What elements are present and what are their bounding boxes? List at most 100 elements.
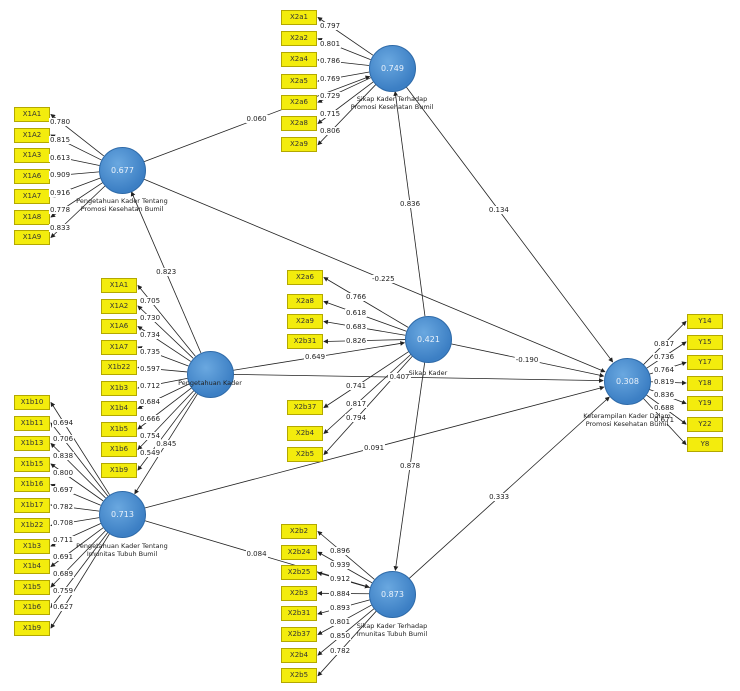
loading-value: 0.597 <box>138 364 162 373</box>
loading-value: 0.782 <box>51 502 75 511</box>
loading-value: 0.896 <box>328 546 352 555</box>
loading-value: 0.893 <box>328 603 352 612</box>
latent-pktpkb[interactable]: 0.677 <box>99 147 146 194</box>
latent-skti[interactable]: 0.873 <box>369 571 416 618</box>
loading-value: 0.705 <box>138 297 162 306</box>
indicator-x1a6: X1A6 <box>101 319 137 334</box>
loading-value: 0.683 <box>344 323 368 331</box>
indicator-x2a1: X2a1 <box>281 10 317 25</box>
indicator-x1b4: X1b4 <box>101 401 137 416</box>
loading-value: 0.613 <box>48 153 72 162</box>
path-coefficient: 0.091 <box>362 443 386 452</box>
indicator-x2b4: X2b4 <box>281 647 317 663</box>
indicator-x2a2: X2a2 <box>281 31 317 47</box>
loading-value: 0.691 <box>51 553 75 562</box>
loading-value: 0.549 <box>138 448 162 457</box>
loading-value: 0.766 <box>344 292 368 301</box>
loading-value: 0.689 <box>51 569 75 578</box>
latent-pk[interactable] <box>187 351 234 398</box>
path-coefficient: -0.190 <box>514 355 540 364</box>
latent-caption: Sikap Kader Terhadap Imunitas Tubuh Bumi… <box>356 622 428 638</box>
latent-caption: Keterampilan Kader Dalam Promosi Kesehat… <box>583 412 671 428</box>
path-coefficient: 0.845 <box>155 439 178 448</box>
path-sktpkb-kk <box>405 86 614 363</box>
loading-value: 0.817 <box>344 399 368 408</box>
indicator-x2b31: X2b31 <box>281 606 317 622</box>
indicator-x2b5: X2b5 <box>281 668 317 684</box>
path-pk-kk <box>232 373 604 383</box>
loading-value: 0.833 <box>48 224 72 233</box>
indicator-x1b3: X1b3 <box>101 380 137 396</box>
latent-caption: Sikap Kader <box>408 369 448 377</box>
loading-value: 0.688 <box>652 403 676 412</box>
indicator-x1a8: X1A8 <box>14 209 50 225</box>
loading-value: 0.734 <box>138 330 162 339</box>
indicator-y8: Y8 <box>687 437 723 452</box>
indicator-y19: Y19 <box>687 396 723 411</box>
path-coefficient: 0.333 <box>488 492 511 501</box>
indicator-x2b2: X2b2 <box>281 524 317 539</box>
indicator-x1b9: X1b9 <box>101 462 137 478</box>
path-coefficient: 0.649 <box>304 353 327 362</box>
indicator-x1a6: X1A6 <box>14 168 50 184</box>
indicator-x1b11: X1b11 <box>14 415 50 431</box>
loading-sk-x2b4 <box>323 354 412 435</box>
indicator-x1a2: X1A2 <box>14 127 50 143</box>
indicator-x1a1: X1A1 <box>14 107 50 122</box>
indicator-y17: Y17 <box>687 355 723 370</box>
loading-skti-x2b5 <box>317 610 377 677</box>
indicator-y18: Y18 <box>687 375 723 391</box>
loading-pkti-x1b9 <box>50 533 111 629</box>
latent-kk[interactable]: 0.308 <box>604 358 651 405</box>
loading-value: 0.715 <box>318 109 342 118</box>
loading-pk-x1b9 <box>137 392 197 471</box>
path-coefficient: 0.134 <box>487 206 510 215</box>
latent-sk[interactable]: 0.421 <box>405 316 452 363</box>
loading-value: 0.817 <box>652 340 676 349</box>
loading-value: 0.778 <box>48 206 72 215</box>
latent-pkti[interactable]: 0.713 <box>99 491 146 538</box>
indicator-x2b31: X2b31 <box>287 334 323 349</box>
loading-value: 0.884 <box>328 589 352 598</box>
latent-caption: Pengetahuan Kader Tentang Imunitas Tubuh… <box>76 542 168 558</box>
loading-value: 0.730 <box>138 314 162 323</box>
indicator-x2b3: X2b3 <box>281 585 317 601</box>
loading-value: 0.801 <box>318 39 342 48</box>
loading-sk-x2b37 <box>323 351 409 408</box>
indicator-x1a1: X1A1 <box>101 278 137 293</box>
indicator-x2a9: X2a9 <box>287 314 323 329</box>
loading-value: 0.836 <box>652 390 676 399</box>
loading-value: 0.694 <box>51 418 75 427</box>
indicator-x2a8: X2a8 <box>281 116 317 131</box>
loading-skti-x2b2 <box>317 530 375 580</box>
loading-value: 0.939 <box>328 560 352 569</box>
loading-value: 0.916 <box>48 188 72 197</box>
loading-value: 0.806 <box>318 127 342 136</box>
path-coefficient: -0.225 <box>370 275 396 284</box>
indicator-x1b22: X1b22 <box>14 518 50 533</box>
loading-value: 0.912 <box>328 575 352 584</box>
loading-value: 0.754 <box>138 432 162 441</box>
indicator-x2b37: X2b37 <box>281 627 317 642</box>
indicator-x1b5: X1b5 <box>101 421 137 437</box>
loading-value: 0.671 <box>652 416 676 425</box>
loading-value: 0.697 <box>51 485 75 494</box>
latent-caption: Pengetahuan Kader Tentang Promosi Keseha… <box>76 197 168 213</box>
loading-pkti-x1b11 <box>50 422 109 497</box>
loading-skti-x2b4 <box>317 608 375 656</box>
indicator-x2a9: X2a9 <box>281 137 317 153</box>
indicator-x2b24: X2b24 <box>281 544 317 560</box>
indicator-x1a3: X1A3 <box>14 148 50 163</box>
indicator-x1b4: X1b4 <box>14 559 50 574</box>
indicator-x1a7: X1A7 <box>14 189 50 204</box>
loading-value: 0.780 <box>48 118 72 127</box>
path-skti-kk <box>408 396 610 579</box>
loading-value: 0.666 <box>138 415 162 424</box>
path-coefficient: 0.060 <box>245 115 268 124</box>
indicator-x1a7: X1A7 <box>101 339 137 355</box>
path-coefficient: 0.878 <box>399 462 422 470</box>
loading-value: 0.741 <box>344 381 368 390</box>
latent-sktpkb[interactable]: 0.749 <box>369 45 416 92</box>
indicator-x2b37: X2b37 <box>287 400 323 415</box>
indicator-x1b22: X1b22 <box>101 360 137 375</box>
